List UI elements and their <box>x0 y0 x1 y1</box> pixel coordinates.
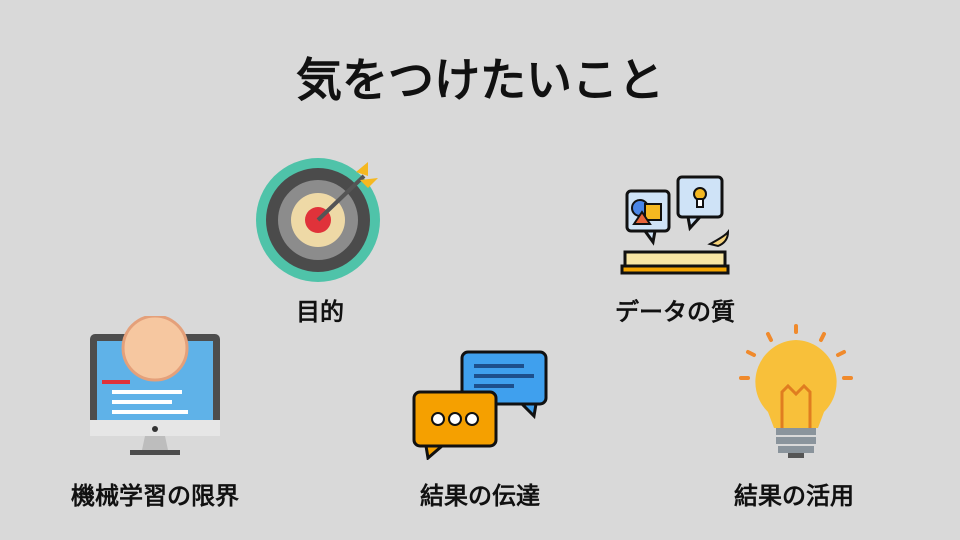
lightbulb-icon <box>739 324 853 458</box>
brain-monitor-icon <box>90 316 220 455</box>
data-book-icon <box>620 175 730 275</box>
slide-title: 気をつけたいこと <box>296 53 664 107</box>
item-label-purpose: 目的 <box>296 298 344 326</box>
item-label-ml-limits: 機械学習の限界 <box>71 482 239 510</box>
item-label-data-quality: データの質 <box>615 298 735 326</box>
item-label-communicate-results: 結果の伝達 <box>420 482 540 510</box>
item-label-use-results: 結果の活用 <box>734 482 854 510</box>
chat-bubbles-icon <box>412 350 548 460</box>
target-icon <box>256 158 380 282</box>
